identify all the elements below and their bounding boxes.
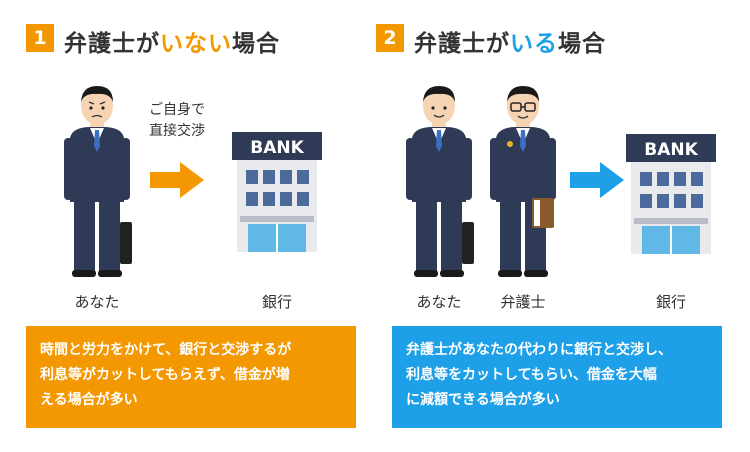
section2-bank-sign: BANK (644, 140, 698, 160)
section2-arrow-icon (570, 162, 624, 198)
section2-description-line1: 弁護士があなたの代わりに銀行と交渉し、 (406, 342, 672, 358)
section2-description-line3: に減額できる場合が多い (406, 392, 560, 408)
section1-note-line2: 直接交渉 (149, 123, 205, 139)
section2-description-line2: 利息等をカットしてもらい、借金を大幅 (406, 367, 657, 383)
section1-direct-negotiation-note: ご自身で 直接交渉 (140, 100, 214, 142)
section1-description-line1: 時間と労力をかけて、銀行と交渉するが (40, 342, 292, 358)
section2-bank-label: 銀行 (655, 293, 686, 311)
section2-bank-building-illustration: BANK (626, 134, 716, 254)
section2-title-highlight: いる (510, 31, 558, 57)
section1-description-box: 時間と労力をかけて、銀行と交渉するが 利息等がカットしてもらえず、借金が増 える… (26, 326, 356, 428)
section1-title: 弁護士がいない場合 (64, 24, 280, 58)
section1-description-line2: 利息等がカットしてもらえず、借金が増 (40, 367, 290, 383)
section1-bank-building-illustration: BANK (232, 132, 322, 252)
section1-description-line3: える場合が多い (40, 392, 138, 408)
section1-arrow-icon (150, 162, 204, 198)
section2-title-suffix: 場合 (558, 31, 606, 57)
section2-person-label: あなた (416, 293, 462, 311)
section1-title-suffix: 場合 (232, 31, 280, 57)
lawyer-illustration (490, 86, 556, 277)
section1-bank-label: 銀行 (261, 293, 292, 311)
section2-title-prefix: 弁護士が (414, 31, 510, 57)
section1-title-highlight: いない (160, 31, 232, 57)
section1-note-line1: ご自身で (149, 102, 205, 118)
section2-description-box: 弁護士があなたの代わりに銀行と交渉し、 利息等をカットしてもらい、借金を大幅 に… (392, 326, 722, 428)
section2-number: 2 (383, 27, 397, 49)
person-you-illustration (64, 86, 132, 277)
section1-number-badge: 1 (26, 24, 54, 52)
person-you-illustration-2 (406, 86, 474, 277)
section2-title: 弁護士がいる場合 (414, 24, 606, 58)
section2-lawyer-label: 弁護士 (500, 293, 546, 311)
section1-title-prefix: 弁護士が (64, 31, 160, 57)
section1-person-label: あなた (74, 293, 120, 311)
section1-number: 1 (33, 27, 47, 49)
section1-bank-sign: BANK (250, 138, 304, 158)
section2-number-badge: 2 (376, 24, 404, 52)
